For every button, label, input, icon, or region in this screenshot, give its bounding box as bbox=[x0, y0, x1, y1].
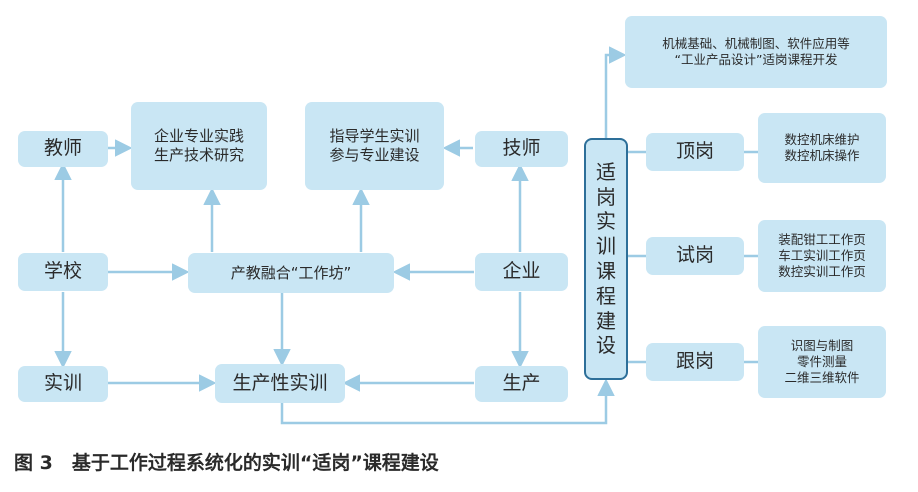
node-guide-students: 指导学生实训 参与专业建设 bbox=[305, 102, 444, 190]
course-building-char: 岗 bbox=[596, 184, 616, 209]
arrow-productive-course bbox=[280, 378, 615, 425]
node-school: 学校 bbox=[18, 253, 108, 291]
node-post-trial: 试岗 bbox=[646, 237, 744, 275]
node-top-details: 数控机床维护 数控机床操作 bbox=[758, 113, 886, 183]
node-industry-fusion: 产教融合“工作坊” bbox=[188, 253, 394, 293]
node-enterprise: 企业 bbox=[475, 253, 568, 291]
node-technician: 技师 bbox=[475, 131, 568, 167]
node-production: 生产 bbox=[475, 366, 568, 402]
node-top-course: 机械基础、机械制图、软件应用等 “工业产品设计”适岗课程开发 bbox=[625, 16, 887, 88]
figure-caption: 图 3 基于工作过程系统化的实训“适岗”课程建设 bbox=[14, 452, 439, 474]
course-building-char: 训 bbox=[596, 234, 616, 259]
node-follow-details: 识图与制图 零件测量 二维三维软件 bbox=[758, 326, 886, 398]
node-productive-training: 生产性实训 bbox=[215, 364, 345, 403]
node-post-follow: 跟岗 bbox=[646, 343, 744, 381]
course-building-char: 课 bbox=[596, 259, 616, 283]
node-trial-details: 装配钳工工作页 车工实训工作页 数控实训工作页 bbox=[758, 220, 886, 292]
node-post-top: 顶岗 bbox=[646, 133, 744, 171]
course-building-char: 适 bbox=[596, 159, 616, 184]
node-training: 实训 bbox=[18, 366, 108, 402]
node-enterprise-research: 企业专业实践 生产技术研究 bbox=[131, 102, 267, 190]
node-course-building: 适岗实训课程建设 bbox=[584, 138, 628, 380]
course-building-char: 实 bbox=[596, 209, 616, 234]
node-teacher: 教师 bbox=[18, 131, 108, 167]
arrow-course-topcourse bbox=[604, 46, 627, 138]
course-building-char: 程 bbox=[596, 283, 616, 308]
course-building-char: 设 bbox=[596, 333, 616, 358]
course-building-char: 建 bbox=[596, 308, 616, 333]
